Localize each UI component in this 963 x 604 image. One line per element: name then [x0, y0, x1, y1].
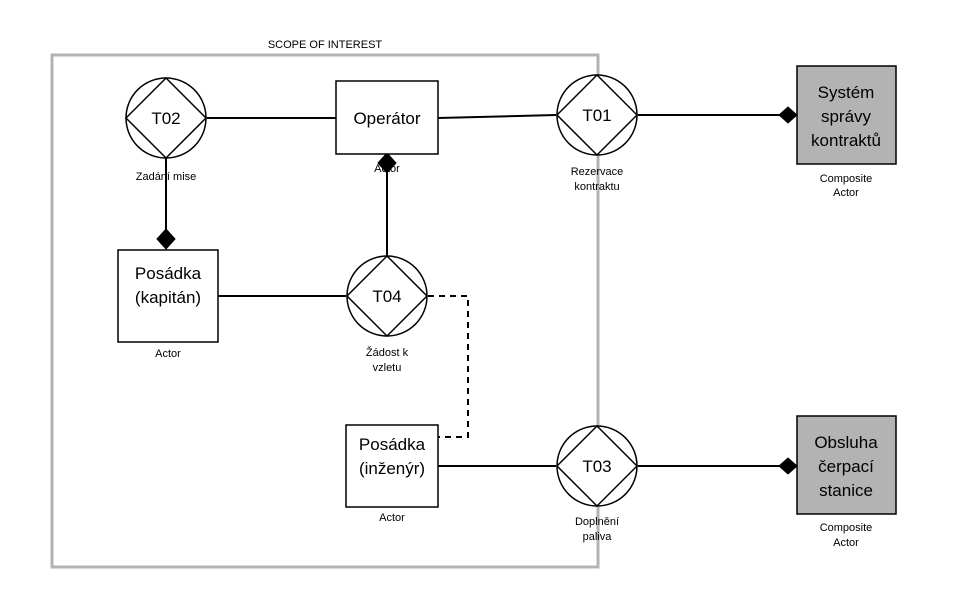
transaction-t01: T01 Rezervace kontraktu: [555, 73, 639, 193]
transaction-diamond-t04: [345, 254, 429, 338]
composite-caption-contracts-line1: Composite: [820, 173, 873, 185]
actor-label-captain-line2: (kapitán): [135, 288, 201, 307]
transaction-code-t01: T01: [582, 106, 611, 125]
composite-caption-pump-line2: Actor: [833, 537, 859, 549]
connectors: [165, 114, 780, 467]
transaction-label-t01-line1: Rezervace: [571, 166, 624, 178]
transaction-label-t02: Zadání mise: [136, 171, 197, 183]
composite-label-contracts-line3: kontraktů: [811, 131, 881, 150]
diamond-marker-pump: [778, 457, 798, 475]
dashed-link-t04-engineer: [428, 295, 469, 438]
diamond-marker-captain: [156, 228, 176, 250]
actor-caption-captain: Actor: [155, 348, 181, 360]
transaction-code-t04: T04: [372, 287, 401, 306]
composite-label-pump-line2: čerpací: [818, 457, 874, 476]
transaction-t04: T04 Žádost k vzletu: [345, 254, 429, 374]
composite-label-pump-line1: Obsluha: [814, 433, 878, 452]
actor-label-engineer-line2: (inženýr): [359, 459, 425, 478]
composite-box-contracts: [796, 65, 897, 165]
composite-label-contracts-line1: Systém: [818, 83, 875, 102]
actor-box-engineer: [345, 424, 439, 508]
transaction-code-t03: T03: [582, 457, 611, 476]
diamond-marker-operator: [377, 152, 397, 174]
transaction-label-t04-line1: Žádost k: [366, 346, 409, 359]
transaction-label-t04-line2: vzletu: [373, 362, 402, 374]
actor-box-operator: [335, 80, 439, 155]
transaction-t03: T03 Doplnění paliva: [555, 424, 639, 543]
actor-caption-operator: Actor: [374, 163, 400, 175]
composite-label-contracts-line2: správy: [821, 107, 872, 126]
composite-label-pump-line3: stanice: [819, 481, 873, 500]
actor-label-operator: Operátor: [353, 109, 420, 128]
transaction-label-t01-line2: kontraktu: [574, 181, 619, 193]
composite-caption-contracts-line2: Actor: [833, 187, 859, 199]
actor-box-captain: [117, 249, 219, 343]
transaction-diamond-t03: [555, 424, 639, 508]
actor-caption-engineer: Actor: [379, 512, 405, 524]
actor-label-engineer-line1: Posádka: [359, 435, 426, 454]
transaction-label-t03-line1: Doplnění: [575, 516, 619, 528]
scope-title: SCOPE OF INTEREST: [268, 39, 383, 51]
transaction-t02: T02 Zadání mise: [124, 76, 208, 183]
diamond-markers: [156, 106, 798, 475]
actor-label-captain-line1: Posádka: [135, 264, 202, 283]
transaction-label-t03-line2: paliva: [583, 531, 613, 543]
scope-boundary: [50, 53, 600, 569]
transaction-code-t02: T02: [151, 109, 180, 128]
composite-caption-pump-line1: Composite: [820, 522, 873, 534]
transaction-diamond-t01: [555, 73, 639, 157]
transaction-diamond-t02: [124, 76, 208, 160]
link-operator-t01: [437, 114, 557, 119]
diamond-marker-contracts: [778, 106, 798, 124]
composite-box-pump: [796, 415, 897, 515]
